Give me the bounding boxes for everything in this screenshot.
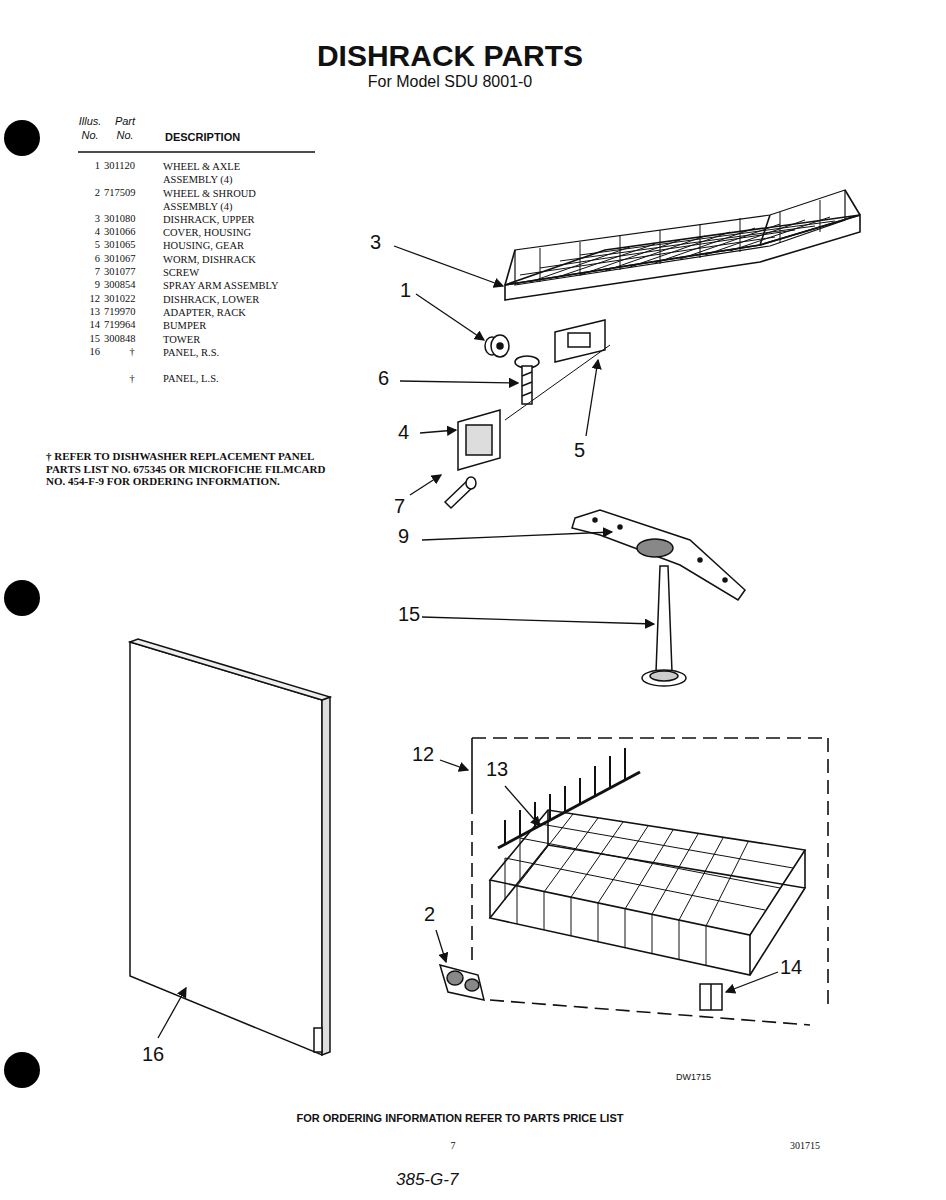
part-description: SPRAY ARM ASSEMBLY [163,279,323,292]
part-description: HOUSING, GEAR [163,239,323,252]
illus-number: 12 [70,293,100,306]
callout-number: 13 [486,757,508,781]
part-description: WHEEL & AXLE ASSEMBLY (4) [163,160,258,186]
part-number: 301077 [104,266,160,279]
part-description: TOWER [163,333,323,346]
column-header: DESCRIPTION [165,131,285,144]
part-number: 301065 [104,239,160,252]
illus-number: 1 [70,160,100,173]
handwritten-note: 385-G-7 [396,1170,458,1190]
callout-number: 12 [412,742,434,766]
callout-number: 14 [780,955,802,979]
part-number: 301066 [104,226,160,239]
illus-number: 15 [70,333,100,346]
callout-number: 5 [574,438,585,462]
document-number: 301715 [790,1140,820,1152]
illus-number: 3 [70,213,100,226]
callout-number: 1 [400,278,411,302]
part-description: PANEL, R.S. [163,346,323,359]
callout-number: 4 [398,420,409,444]
footnote: † REFER TO DISHWASHER REPLACEMENT PANEL … [46,450,331,488]
illus-number: 4 [70,226,100,239]
model-subtitle: For Model SDU 8001-0 [300,72,600,91]
illus-number: 13 [70,306,100,319]
part-number: 301120 [104,160,160,173]
callout-number: 7 [394,494,405,518]
part-number: 719970 [104,306,160,319]
part-description: WORM, DISHRACK [163,253,323,266]
part-number: 717509 [104,187,160,200]
part-description: BUMPER [163,319,323,332]
column-header: Illus. No. [72,115,108,143]
part-description: PANEL, L.S. [163,373,323,386]
page-title: DISHRACK PARTS [230,38,670,74]
callout-number: 6 [378,366,389,390]
illus-number: 7 [70,266,100,279]
column-header: Part No. [110,115,140,143]
illus-number: 5 [70,239,100,252]
part-description: DISHRACK, UPPER [163,213,323,226]
part-description: SCREW [163,266,323,279]
callout-number: 16 [142,1042,164,1066]
part-number: 719964 [104,319,160,332]
part-number: 300854 [104,279,160,292]
part-number: 301080 [104,213,160,226]
callout-number: 15 [398,602,420,626]
illus-number: 2 [70,187,100,200]
illus-number: 9 [70,279,100,292]
part-description: DISHRACK, LOWER [163,293,323,306]
page-number: 7 [446,1140,460,1152]
part-description: ADAPTER, RACK [163,306,323,319]
illus-number: 16 [70,346,100,359]
callout-number: 9 [398,524,409,548]
illus-number: 14 [70,319,100,332]
callout-number: 2 [424,902,435,926]
part-description: WHEEL & SHROUD ASSEMBLY (4) [163,187,258,213]
part-number: † [104,346,160,359]
part-number: 300848 [104,333,160,346]
illus-number: 6 [70,253,100,266]
part-number: † [104,373,160,386]
part-number: 301022 [104,293,160,306]
drawing-number: DW1715 [676,1072,711,1083]
footer-note: FOR ORDERING INFORMATION REFER TO PARTS … [200,1112,720,1125]
part-description: COVER, HOUSING [163,226,323,239]
callout-number: 3 [370,230,381,254]
part-number: 301067 [104,253,160,266]
